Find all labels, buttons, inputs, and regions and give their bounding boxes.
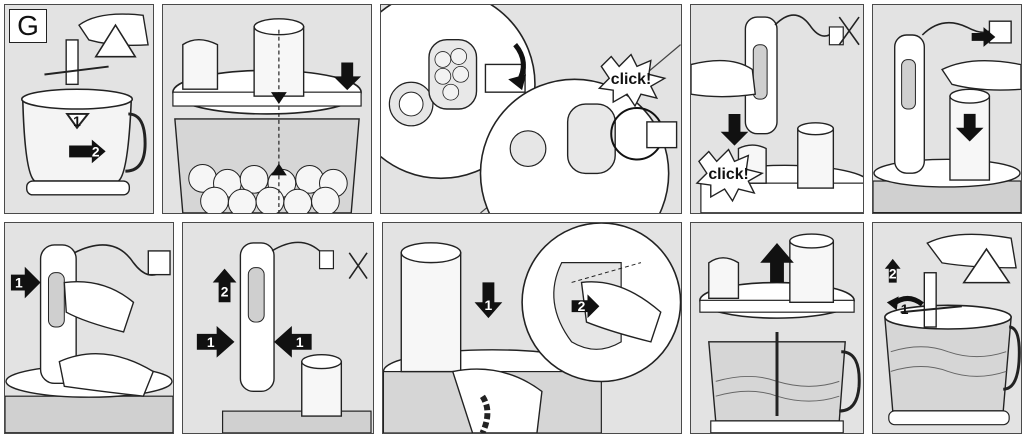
illustration-press-button: 1 [5, 223, 173, 433]
step-number-2: 2 [92, 143, 100, 159]
illustration-click-lock: click! [381, 5, 681, 213]
step-number-1: 1 [901, 301, 909, 317]
panel-step-10: 2 1 [872, 222, 1022, 434]
panel-step-7: 2 1 1 [182, 222, 374, 434]
panel-step-2 [162, 4, 372, 214]
illustration-remove-blade-2: 2 1 [873, 223, 1021, 433]
panel-step-3: click! [380, 4, 682, 214]
no-plug-icon [349, 253, 367, 279]
step-number-2: 2 [889, 266, 897, 282]
click-callout-text: click! [708, 166, 748, 183]
illustration-plug-in [873, 5, 1021, 213]
illustration-lift-lid [691, 223, 863, 433]
panel-step-8: 1 2 [382, 222, 682, 434]
illustration-release-motor: 2 1 1 [183, 223, 373, 433]
step-number-1: 1 [73, 113, 81, 129]
panel-step-9 [690, 222, 864, 434]
panel-step-4: click! [690, 4, 864, 214]
section-label: G [9, 9, 47, 43]
illustration-unlock-lid: 1 2 [383, 223, 681, 433]
click-callout-text: click! [611, 71, 651, 88]
step-number-1: 1 [485, 297, 493, 313]
step-number-1: 1 [15, 274, 23, 290]
illustration-lid-on-bowl [163, 5, 371, 213]
panel-step-5 [872, 4, 1022, 214]
panel-step-6: 1 [4, 222, 174, 434]
step-number-1: 1 [296, 334, 304, 350]
panel-step-1: 1 2 G [4, 4, 154, 214]
step-number-2: 2 [578, 298, 586, 314]
illustration-attach-motor: click! [691, 5, 863, 213]
step-number-1: 1 [207, 334, 215, 350]
step-number-2: 2 [221, 283, 229, 299]
